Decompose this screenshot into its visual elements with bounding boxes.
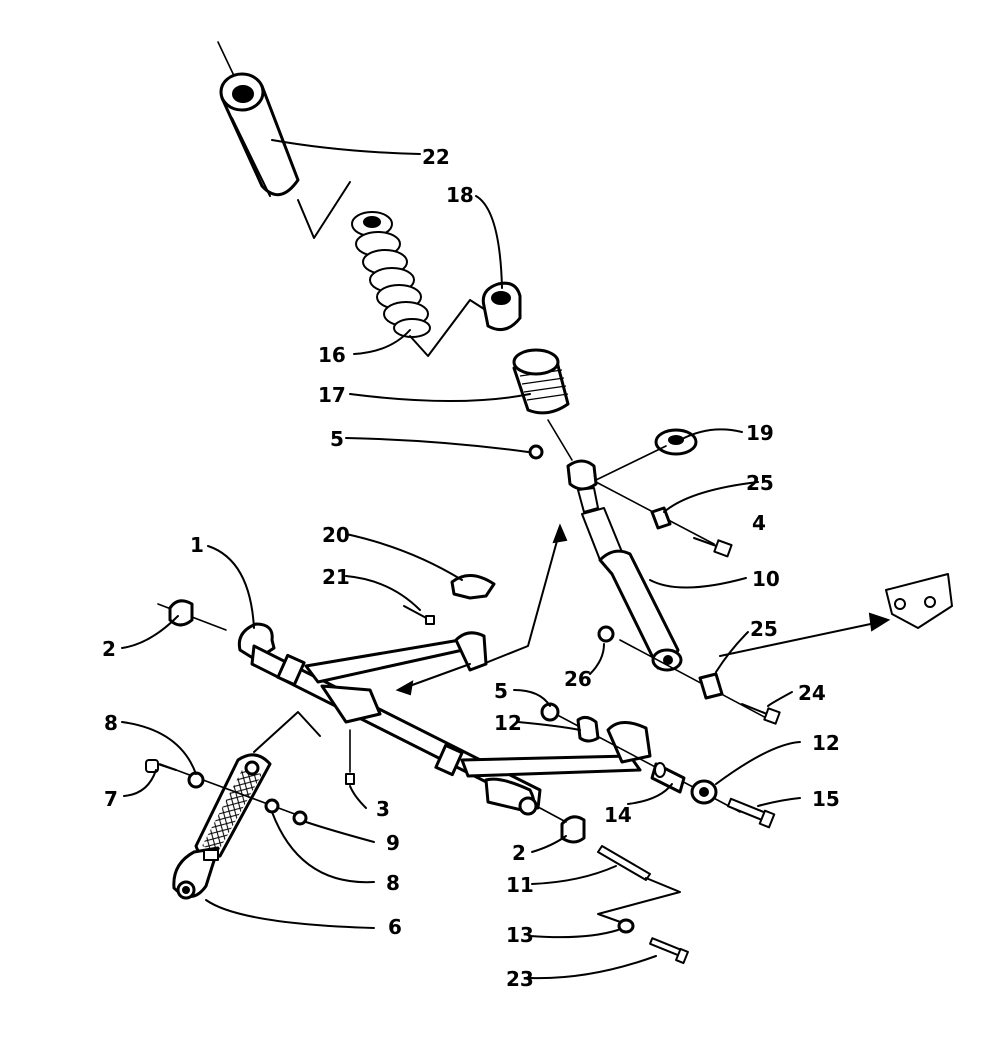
coil-spring	[351, 211, 431, 338]
callout-10: 10	[752, 567, 780, 591]
callout-5-mid: 5	[494, 679, 508, 703]
callout-16: 16	[318, 343, 346, 367]
callout-labels: 22 18 16 17 5 19 25 4 20 1 21 10 25 2 26…	[102, 145, 840, 991]
bushing-arm-outer	[690, 779, 718, 805]
spacer-bushing-upper	[650, 506, 672, 530]
callout-19: 19	[746, 421, 774, 445]
bolt-arm	[726, 797, 776, 829]
callout-20: 20	[322, 523, 350, 547]
lock-washer	[617, 918, 635, 934]
callout-12-right: 12	[812, 731, 840, 755]
callout-11: 11	[506, 873, 534, 897]
spring-cover	[217, 41, 300, 197]
leader-lines	[121, 139, 801, 980]
spacer-bushing-lower	[698, 672, 724, 700]
bump-stop-cup	[654, 428, 698, 456]
callout-26: 26	[564, 667, 592, 691]
callout-13: 13	[506, 923, 534, 947]
lower-bolt	[741, 703, 781, 725]
callout-5-top: 5	[330, 427, 344, 451]
bushing-right	[560, 815, 586, 844]
callout-2-bottom: 2	[512, 841, 526, 865]
link-arm	[172, 753, 272, 900]
spring-adjuster-nut	[481, 281, 522, 332]
callout-25-bottom: 25	[750, 617, 778, 641]
callout-24: 24	[798, 681, 826, 705]
callout-7: 7	[104, 787, 118, 811]
upper-bolt	[693, 537, 733, 558]
callout-3: 3	[376, 797, 390, 821]
callout-23: 23	[506, 967, 534, 991]
callout-15: 15	[812, 787, 840, 811]
link-nut	[292, 810, 308, 826]
nut-arm	[540, 702, 560, 722]
callout-9: 9	[386, 831, 400, 855]
callout-6: 6	[388, 915, 402, 939]
callout-8-top: 8	[104, 711, 118, 735]
washer-left	[187, 771, 205, 789]
callout-25-top: 25	[746, 471, 774, 495]
callout-12-left: 12	[494, 711, 522, 735]
rivet-pin	[403, 605, 435, 625]
swing-arm-assembly	[157, 603, 652, 816]
callout-8-bottom: 8	[386, 871, 400, 895]
shock-absorber	[566, 459, 683, 672]
callout-1: 1	[190, 533, 204, 557]
callout-2-top: 2	[102, 637, 116, 661]
threaded-sleeve	[512, 348, 570, 415]
grease-fitting	[345, 729, 355, 785]
link-bolt	[145, 759, 177, 773]
callout-14: 14	[604, 803, 632, 827]
callout-18: 18	[446, 183, 474, 207]
washer-right	[264, 798, 280, 814]
shaft-pin	[597, 845, 651, 881]
nut-upper	[528, 444, 544, 460]
chassis-bracket	[885, 573, 953, 629]
callout-4: 4	[752, 511, 766, 535]
callout-17: 17	[318, 383, 346, 407]
nut-lower	[597, 625, 615, 643]
callout-21: 21	[322, 565, 350, 589]
bottom-bolt	[649, 937, 689, 965]
spacer-tube	[650, 762, 686, 794]
callout-22: 22	[422, 145, 450, 169]
bushing-arm-inner	[576, 715, 600, 743]
